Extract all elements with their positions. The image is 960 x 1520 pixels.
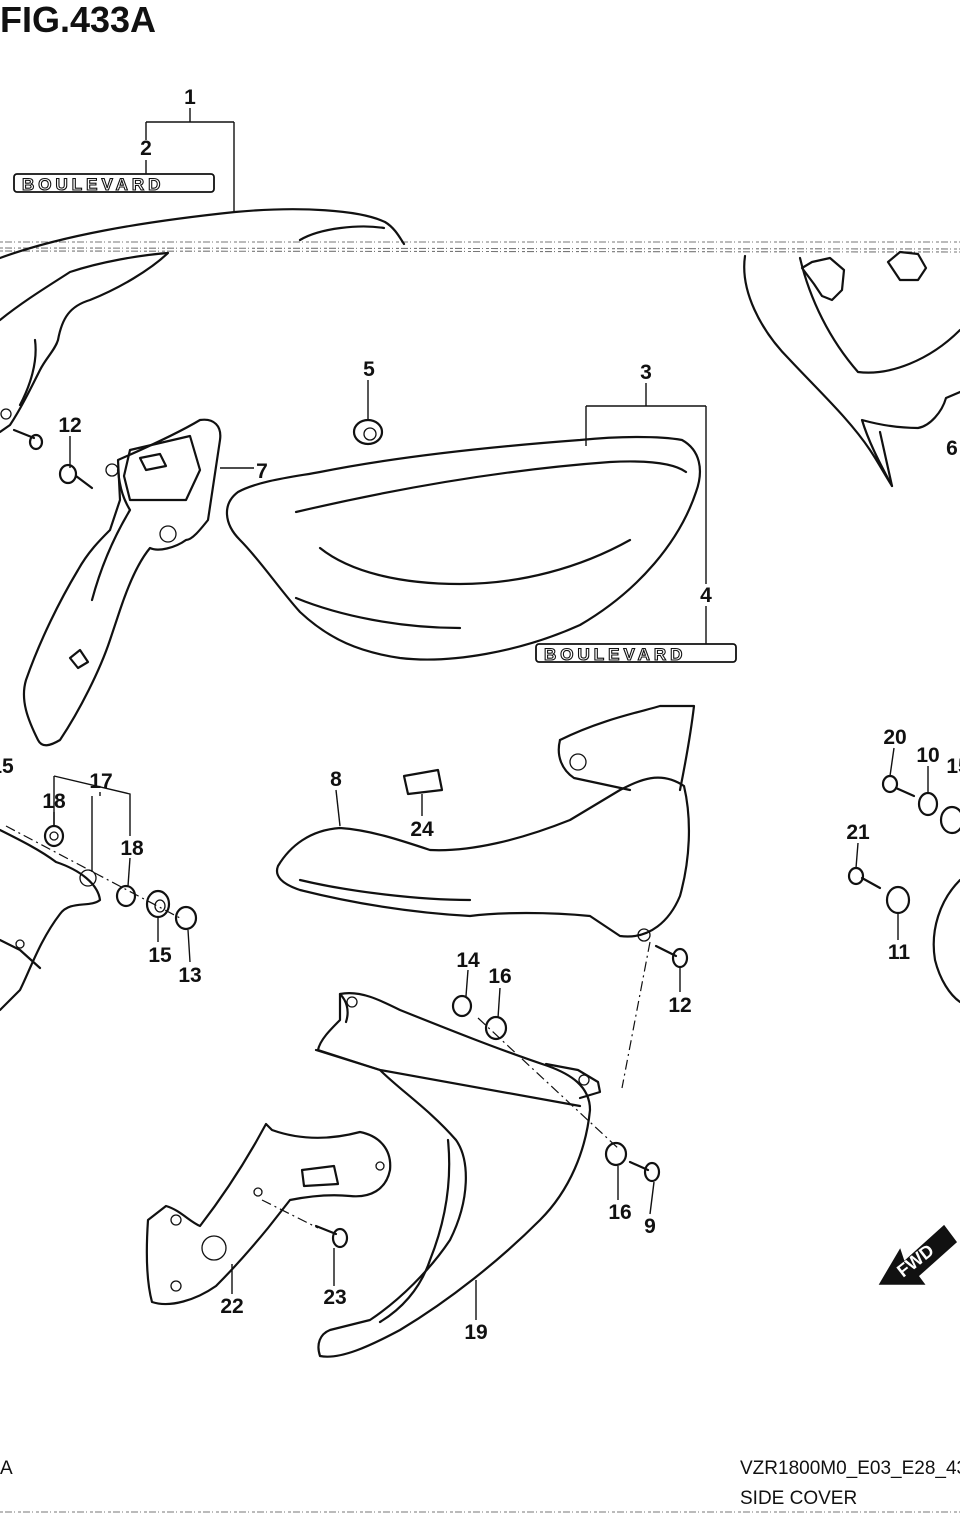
washer-18-upper: [43, 824, 65, 848]
callout-18-lower: 18: [120, 837, 144, 860]
right-side-cover: [743, 250, 960, 488]
main-side-cover: [225, 435, 702, 661]
grommet-15: [145, 889, 171, 919]
assembly-axis-left: [5, 825, 181, 919]
callout-12-upper: 12: [58, 414, 81, 437]
callout-11: 11: [888, 941, 911, 964]
lower-frame-cover: [314, 992, 602, 1358]
grommet-15-right: [939, 805, 960, 835]
screw-upper-left: [12, 428, 44, 451]
callout-13: 13: [178, 964, 201, 987]
grommet-16-lower: [604, 1141, 628, 1167]
grommet-5: [352, 418, 384, 446]
callout-22: 22: [220, 1295, 243, 1318]
grommet-16-upper: [484, 1015, 508, 1041]
cover-bracket: [22, 418, 222, 747]
washer-18-lower: [115, 884, 137, 908]
grommet-11: [885, 885, 911, 915]
emblem-upper: BOULEVARD: [13, 173, 215, 195]
screw-12-upper: [58, 463, 94, 490]
callout-9: 9: [644, 1215, 656, 1238]
lower-bracket-22: [145, 1122, 392, 1306]
callout-4: 4: [700, 584, 712, 607]
callout-5: 5: [363, 358, 375, 381]
callout-8: 8: [330, 768, 342, 791]
callout-14: 14: [456, 949, 480, 972]
callout-20: 20: [883, 726, 906, 749]
leader-lines: [53, 108, 929, 1320]
callout-10: 10: [916, 744, 939, 767]
emblem-lower-text: BOULEVARD: [544, 645, 686, 664]
callout-12-lower: 12: [668, 994, 691, 1017]
callout-6: 6: [946, 437, 958, 460]
callout-7: 7: [256, 460, 268, 483]
lower-side-cover: [275, 704, 696, 942]
footer-code: VZR1800M0_E03_E28_433A: [740, 1458, 960, 1479]
callout-19: 19: [464, 1321, 487, 1344]
upper-cut-band: [0, 241, 960, 253]
footer-left: A: [0, 1458, 13, 1479]
screw-9: [628, 1160, 661, 1183]
left-bracket-lower: [0, 828, 102, 1012]
callout-18-upper: 18: [42, 790, 66, 813]
callout-17: 17: [89, 770, 112, 793]
callout-15-right: 15: [946, 755, 960, 778]
collar-13: [174, 905, 198, 931]
cushion-24: [402, 768, 444, 796]
callout-2: 2: [140, 137, 152, 160]
bolt-20: [881, 774, 916, 798]
callouts: 1 2 3 4 5 6 7 8 9 10 11 12 12 13 14 15 1…: [0, 86, 960, 1344]
fwd-arrow: FWD: [878, 1224, 958, 1285]
callout-15-left: 15: [0, 755, 14, 778]
emblem-lower: BOULEVARD: [535, 643, 737, 665]
callout-21: 21: [846, 821, 870, 844]
callout-16-upper: 16: [488, 965, 511, 988]
callout-3: 3: [640, 361, 652, 384]
emblem-upper-text: BOULEVARD: [22, 175, 164, 194]
callout-1: 1: [184, 86, 196, 109]
washer-10: [917, 791, 939, 817]
screw-12-lower: [654, 944, 689, 969]
assembly-axis-center: [477, 1017, 621, 1151]
collar-14: [451, 994, 473, 1018]
figure-title: FIG.433A: [0, 0, 156, 40]
rear-upper-cover: [0, 208, 406, 434]
bolt-21: [847, 866, 882, 890]
assembly-axis-right: [621, 941, 651, 1089]
footer-name: SIDE COVER: [740, 1488, 857, 1509]
callout-16-lower: 16: [608, 1201, 631, 1224]
callout-24: 24: [410, 818, 434, 841]
right-cover-edge: [932, 878, 960, 1004]
callout-15: 15: [148, 944, 172, 967]
callout-23: 23: [323, 1286, 346, 1309]
screw-23: [314, 1224, 349, 1249]
